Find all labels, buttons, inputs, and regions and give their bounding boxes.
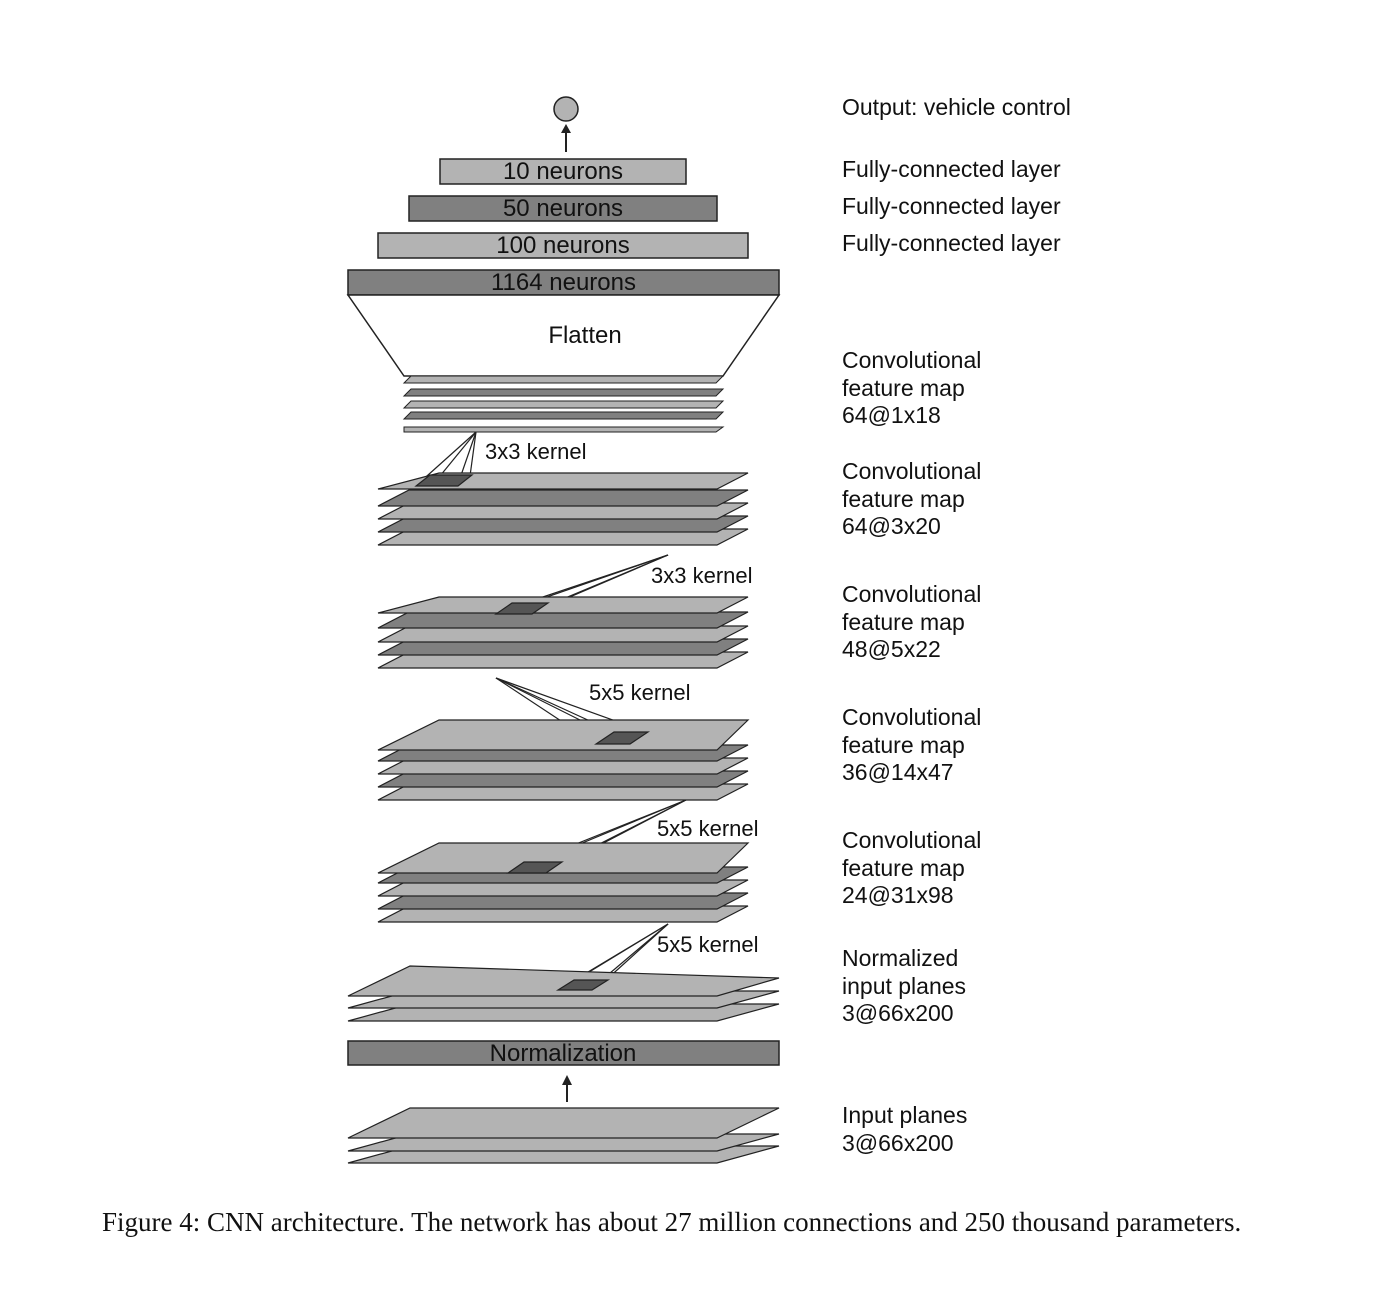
fc50-box (408, 195, 718, 222)
normalized-desc: Normalized input planes 3@66x200 (842, 945, 966, 1028)
kernel-label-3: 5x5 kernel (589, 680, 691, 705)
conv5-stack (402, 375, 725, 433)
fc100-desc: Fully-connected layer (842, 230, 1061, 258)
normalization-box (347, 1040, 780, 1066)
conv4-stack (377, 472, 749, 546)
conv5-desc-line3: 64@1x18 (842, 402, 941, 428)
conv4-desc: Convolutional feature map 64@3x20 (842, 458, 981, 541)
fc50-desc: Fully-connected layer (842, 193, 1061, 221)
output-node (553, 96, 579, 122)
input-planes-stack (347, 1107, 780, 1164)
fc100-desc-text: Fully-connected layer (842, 230, 1061, 256)
kernel-label-5: 5x5 kernel (657, 932, 759, 957)
conv3-desc-line2: feature map (842, 608, 965, 635)
conv2-desc-line2: feature map (842, 731, 965, 758)
fc10-desc-text: Fully-connected layer (842, 156, 1061, 182)
fc10-box (439, 158, 687, 185)
conv1-desc: Convolutional feature map 24@31x98 (842, 827, 981, 910)
conv3-stack (377, 596, 749, 669)
normalized-input-stack (347, 965, 780, 1022)
fc50-label: 50 neurons (502, 195, 624, 222)
input-desc-line2: 3@66x200 (842, 1129, 954, 1156)
conv4-desc-line3: 64@3x20 (842, 513, 941, 539)
conv1-stack (377, 842, 750, 923)
conv5-desc-line1: Convolutional (842, 347, 982, 373)
conv4-desc-line2: feature map (842, 485, 965, 512)
normalized-desc-line3: 3@66x200 (842, 1000, 954, 1026)
conv2-desc-line3: 36@14x47 (842, 759, 954, 785)
fc10-label: 10 neurons (502, 158, 624, 185)
kernel-label-4: 5x5 kernel (657, 816, 759, 841)
output-desc-text: Output: vehicle control (842, 94, 1071, 120)
normalization-label: Normalization (489, 1040, 637, 1067)
conv2-stack (377, 719, 750, 801)
conv2-desc: Convolutional feature map 36@14x47 (842, 704, 981, 787)
conv5-desc: Convolutional feature map 64@1x18 (842, 347, 981, 430)
flatten-label: Flatten (548, 322, 622, 349)
kernel-label-2: 3x3 kernel (651, 563, 753, 588)
conv4-desc-line1: Convolutional (842, 458, 982, 484)
conv1-desc-line3: 24@31x98 (842, 882, 954, 908)
fc10-desc: Fully-connected layer (842, 156, 1061, 184)
conv3-desc-line1: Convolutional (842, 581, 982, 607)
normalized-desc-line2: input planes (842, 972, 967, 999)
figure-caption: Figure 4: CNN architecture. The network … (102, 1207, 1242, 1237)
conv1-desc-line1: Convolutional (842, 827, 982, 853)
output-desc: Output: vehicle control (842, 94, 1071, 122)
conv5-desc-line2: feature map (842, 374, 965, 401)
normalized-desc-line1: Normalized (842, 945, 959, 971)
fc1164-label: 1164 neurons (490, 269, 636, 296)
output-arrow (561, 124, 571, 152)
kernel-label-1: 3x3 kernel (485, 439, 587, 464)
conv3-desc-line3: 48@5x22 (842, 636, 941, 662)
fc100-box (377, 232, 749, 259)
conv2-desc-line1: Convolutional (842, 704, 982, 730)
fc100-label: 100 neurons (496, 232, 630, 259)
conv3-desc: Convolutional feature map 48@5x22 (842, 581, 981, 664)
conv1-desc-line2: feature map (842, 854, 965, 881)
input-arrow (562, 1075, 572, 1102)
input-desc-line1: Input planes (842, 1102, 968, 1128)
fc50-desc-text: Fully-connected layer (842, 193, 1061, 219)
input-desc: Input planes 3@66x200 (842, 1102, 967, 1157)
